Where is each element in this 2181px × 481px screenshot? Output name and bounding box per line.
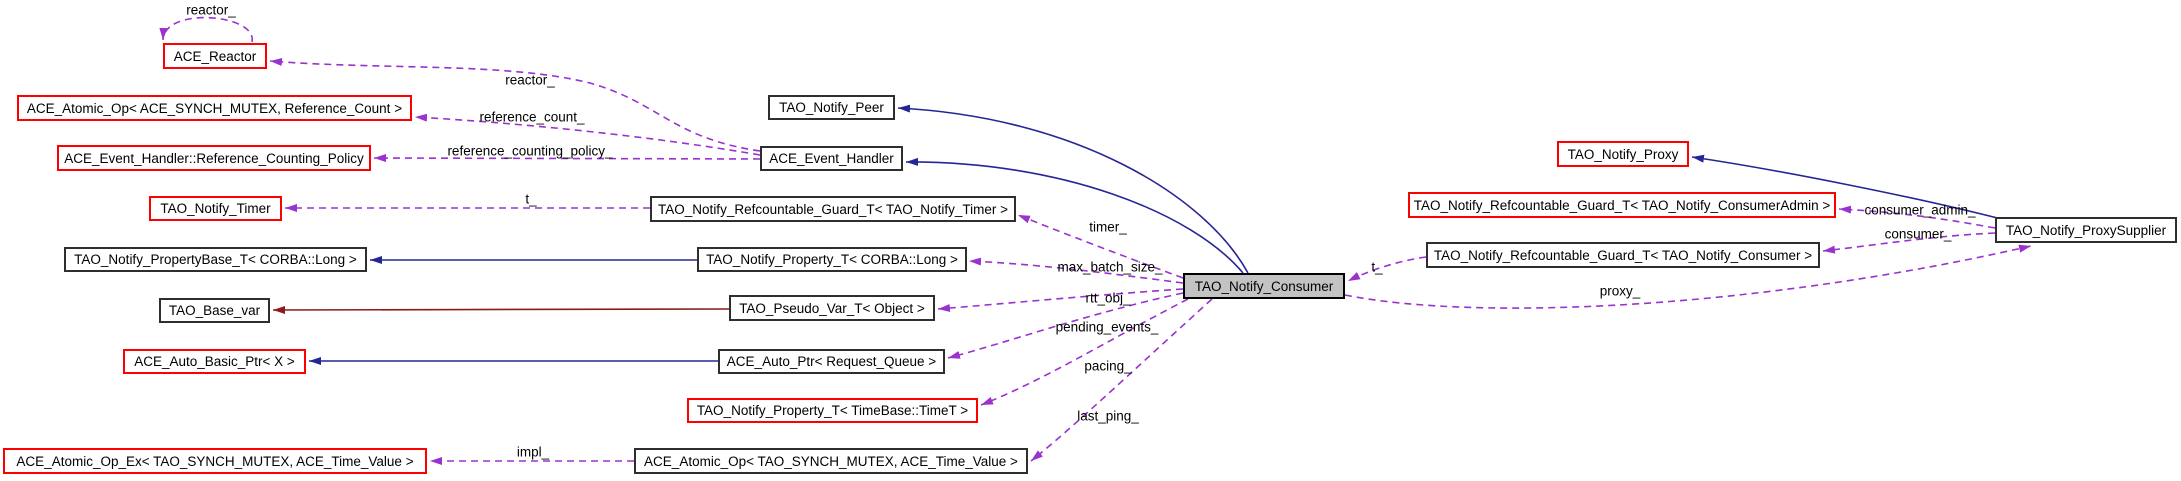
node-ace-atomic-op-ex[interactable]: ACE_Atomic_Op_Ex< TAO_SYNCH_MUTEX, ACE_T… [3, 448, 427, 474]
edge-label-consumer-admin: consumer_admin_ [1864, 202, 1976, 218]
node-ace-auto-basic-ptr[interactable]: ACE_Auto_Basic_Ptr< X > [123, 349, 306, 374]
node-refcountable-guard-consumer-admin[interactable]: TAO_Notify_Refcountable_Guard_T< TAO_Not… [1408, 192, 1836, 218]
edge-consumer-rtt-obj [937, 288, 1184, 313]
edge-consumer-to-notify-peer [897, 104, 1249, 274]
edge-label-reactor: reactor_ [505, 72, 555, 88]
edge-consumer-to-event-handler [905, 157, 1244, 274]
edge-event-handler-reactor [269, 57, 761, 152]
node-ace-auto-ptr[interactable]: ACE_Auto_Ptr< Request_Queue > [718, 349, 945, 374]
node-tao-pseudo-var-t[interactable]: TAO_Pseudo_Var_T< Object > [729, 295, 935, 321]
edge-label-rtt-obj: rtt_obj_ [1085, 290, 1131, 306]
edge-proxy-supplier-to-notify-proxy [1691, 154, 2006, 221]
edge-proxy-supplier-consumer [1822, 232, 1996, 254]
edge-event-handler-ref-counting-policy [373, 154, 761, 163]
node-tao-notify-proxy[interactable]: TAO_Notify_Proxy [1557, 141, 1689, 167]
edge-label-last-ping: last_ping_ [1077, 408, 1139, 424]
node-reference-counting-policy[interactable]: ACE_Event_Handler::Reference_Counting_Po… [57, 145, 371, 171]
node-tao-notify-timer[interactable]: TAO_Notify_Timer [149, 196, 282, 221]
edge-consumer-timer [1017, 214, 1184, 279]
node-ace-event-handler[interactable]: ACE_Event_Handler [760, 146, 903, 171]
edge-label-timer: timer_ [1089, 219, 1127, 235]
edge-label-pending-events: pending_events_ [1055, 319, 1159, 335]
edge-consumer-pending-events [947, 292, 1184, 359]
edge-event-handler-reference-count [414, 113, 761, 156]
node-refcountable-guard-timer[interactable]: TAO_Notify_Refcountable_Guard_T< TAO_Not… [650, 196, 1016, 222]
edge-consumer-proxy [1344, 244, 2032, 309]
node-tao-notify-consumer: TAO_Notify_Consumer [1183, 273, 1345, 299]
edge-label-reference-count: reference_count_ [479, 109, 585, 125]
edge-pseudo-var-to-base-var [272, 305, 730, 314]
edge-label-max-batch-size: max_batch_size_ [1057, 259, 1163, 275]
node-tao-notify-peer[interactable]: TAO_Notify_Peer [768, 95, 895, 120]
node-ace-atomic-op-reference-count[interactable]: ACE_Atomic_Op< ACE_SYNCH_MUTEX, Referenc… [17, 95, 412, 121]
node-ace-reactor[interactable]: ACE_Reactor [163, 43, 267, 69]
edge-label-t-consumer: t_ [1371, 259, 1383, 275]
node-tao-notify-proxysupplier[interactable]: TAO_Notify_ProxySupplier [1995, 217, 2177, 243]
node-tao-notify-property-corba-long[interactable]: TAO_Notify_Property_T< CORBA::Long > [697, 247, 967, 272]
edge-label-reference-counting-policy: reference_counting_policy_ [447, 143, 613, 159]
edge-consumer-max-batch-size [968, 257, 1184, 284]
node-refcountable-guard-consumer[interactable]: TAO_Notify_Refcountable_Guard_T< TAO_Not… [1426, 242, 1820, 268]
edge-label-consumer: consumer_ [1884, 226, 1952, 242]
edge-label-t-timer: t_ [525, 191, 537, 207]
edge-consumer-last-ping [1030, 298, 1213, 462]
edge-reactor-self-loop [159, 16, 253, 43]
edge-label-proxy: proxy_ [1599, 283, 1641, 299]
edge-proxy-supplier-consumer-admin [1838, 205, 1996, 229]
edge-label-reactor-self: reactor_ [186, 2, 236, 18]
edge-consumer-pacing [980, 298, 1189, 406]
node-tao-notify-propertybase-t[interactable]: TAO_Notify_PropertyBase_T< CORBA::Long > [64, 247, 367, 272]
node-ace-atomic-op-time-value[interactable]: ACE_Atomic_Op< TAO_SYNCH_MUTEX, ACE_Time… [634, 448, 1028, 474]
edge-label-impl: impl_ [516, 444, 550, 460]
edge-guard-consumer-t [1347, 256, 1427, 282]
node-tao-notify-property-timet[interactable]: TAO_Notify_Property_T< TimeBase::TimeT > [687, 398, 978, 423]
node-tao-base-var[interactable]: TAO_Base_var [159, 298, 270, 323]
edge-label-pacing: pacing_ [1084, 358, 1132, 374]
